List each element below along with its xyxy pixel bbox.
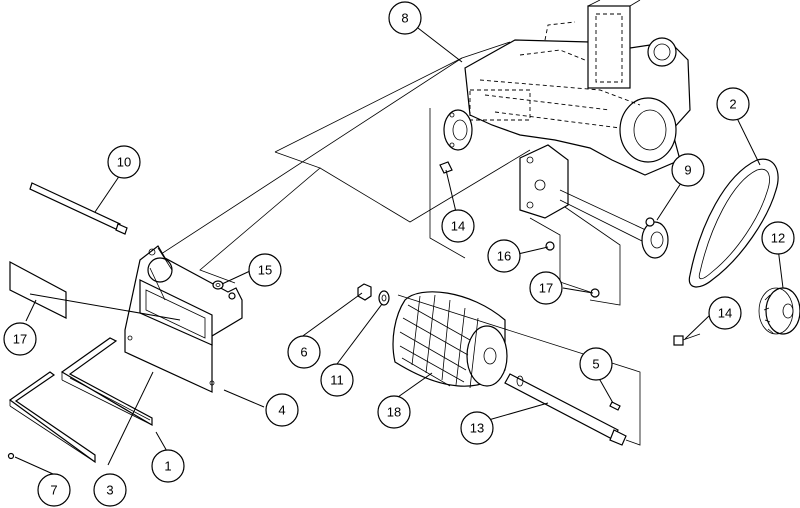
perforated-drum [392,291,508,389]
callout-label: 11 [330,373,344,388]
callout-label: 17 [13,332,27,347]
nut-17-upper [545,241,555,251]
callout-14-lower: 14 [708,296,742,330]
callout-9: 9 [671,153,705,187]
callout-label: 7 [50,483,57,498]
gear-pulley [758,287,800,335]
callout-3: 3 [93,473,127,507]
washer-11 [378,290,390,306]
drum-assembly-lines [397,294,641,446]
drum-perforations [399,294,479,389]
callout-5: 5 [579,347,613,381]
callout-label: 4 [278,403,285,418]
callout-4: 4 [265,393,299,427]
callout-label: 2 [729,97,736,112]
callout-13: 13 [460,411,494,445]
callout-label: 3 [106,483,113,498]
callout-label: 18 [387,405,401,420]
callout-17-upper: 16 [487,239,521,273]
bolt-lower [673,333,701,346]
callout-label: 1 [164,459,171,474]
callout-11: 11 [320,363,354,397]
bracket-rail [60,337,153,427]
callout-2: 2 [716,87,750,121]
washer-15 [212,280,224,290]
leader-lines [14,17,784,475]
callout-label: 15 [258,263,272,278]
callout-label: 12 [771,231,785,246]
callout-10: 10 [107,145,141,179]
screw-7 [7,452,15,460]
drive-belt [688,158,779,288]
callout-label: 6 [300,345,307,360]
nut-6 [357,283,372,301]
callout-17-lower: 17 [529,271,563,305]
callout-12: 12 [761,221,795,255]
callout-label: 8 [401,11,408,26]
hopper-guard [124,245,243,393]
label-plate [9,260,67,319]
callout-6: 6 [287,335,321,369]
callout-label: 9 [684,163,691,178]
shaft-13 [504,373,627,446]
key-5 [609,401,621,411]
callout-label: 16 [497,249,511,264]
callout-label: 14 [451,219,465,234]
callout-7: 7 [37,473,71,507]
shaft-10 [29,182,128,235]
callout-8: 8 [388,1,422,35]
gearbox-housing [464,0,691,176]
support-strap [8,371,96,464]
callout-label: 14 [718,306,732,321]
flange-bearing-9 [641,217,669,259]
bolt-upper [439,161,453,174]
callout-label: 17 [539,281,553,296]
callout-18: 18 [377,395,411,429]
callout-15: 15 [248,253,282,287]
callout-1: 1 [151,449,185,483]
callout-14-upper: 14 [441,209,475,243]
assembly-outline [154,41,621,306]
callout-label: 13 [470,421,484,436]
flange-bearing-upper [443,109,473,151]
bearing-bracket [519,144,651,246]
callout-label: 5 [592,357,599,372]
callout-label: 10 [117,155,131,170]
callout-16: 17 [3,322,37,356]
